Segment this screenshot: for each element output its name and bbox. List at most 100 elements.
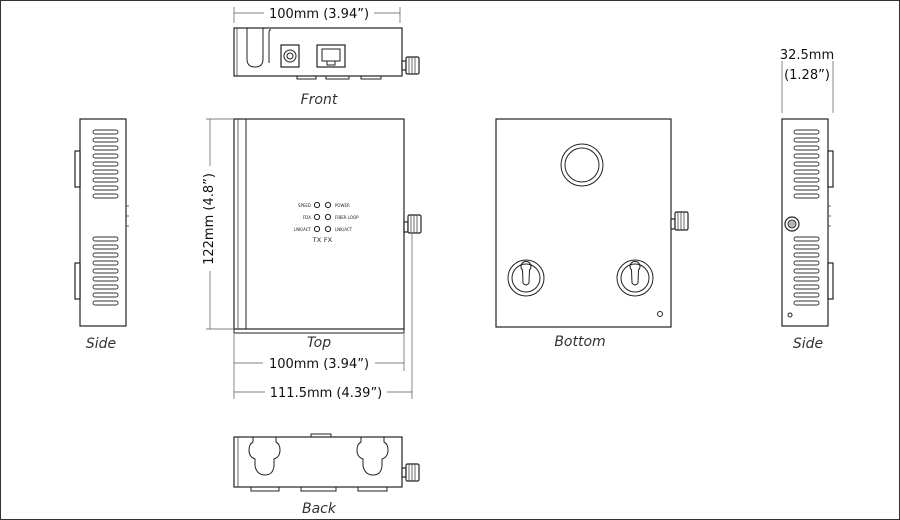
top-caption: Top — [307, 335, 331, 351]
led-speed — [313, 201, 321, 209]
led-label-lnkact-fx: LNK/ACT — [335, 227, 353, 232]
back-body — [233, 436, 403, 488]
keyhole-mount-right — [616, 259, 654, 297]
vent-slot — [793, 276, 820, 282]
vent-slot — [793, 292, 820, 298]
dc-jack-inner — [286, 52, 294, 60]
led-label-fiber-loop: FIBER LOOP — [335, 215, 359, 220]
dc-jack-housing — [280, 44, 300, 68]
vent-slot — [793, 236, 820, 242]
vent-slot — [92, 300, 119, 306]
vent-slot — [92, 193, 119, 199]
led-panel: SPEED FDX LNK/ACT POWER FIBER LOOP LNK/A… — [294, 201, 359, 244]
left-side-rail-bottom — [74, 262, 81, 300]
top-body-base — [233, 329, 405, 334]
vent-slot — [92, 129, 119, 135]
right-side-rail-top — [827, 150, 834, 188]
led-label-fx: FX — [324, 236, 333, 244]
led-lnkact-tx — [313, 225, 321, 233]
back-view: Back — [233, 433, 420, 517]
keyhole-left-outer — [507, 259, 545, 297]
back-caption: Back — [302, 501, 337, 517]
vent-slot — [92, 276, 119, 282]
vent-slot — [92, 252, 119, 258]
vent-slot — [92, 177, 119, 183]
keyhole-mount-left — [507, 259, 545, 297]
depth-label-mm: 32.5mm — [780, 48, 834, 63]
bottom-small-hole — [657, 311, 663, 317]
vent-slot — [793, 244, 820, 250]
right-side-thumbscrew-inner — [787, 219, 797, 229]
overall-width-label: 111.5mm (4.39”) — [270, 386, 383, 401]
led-label-fdx: FDX — [303, 215, 311, 220]
front-feet — [296, 76, 382, 80]
keyhole-left-slot — [520, 261, 532, 286]
vent-slot — [793, 193, 820, 199]
front-thumbscrew — [405, 56, 420, 75]
side-view-right: 32.5mm (1.28”) Side — [780, 48, 834, 352]
vent-slot — [92, 169, 119, 175]
led-label-lnkact-tx: LNK/ACT — [294, 227, 312, 232]
dc-jack-outer — [283, 49, 297, 63]
vent-slot — [92, 236, 119, 242]
back-feet — [250, 487, 388, 492]
bottom-round-foot-outer — [560, 143, 604, 187]
vent-slot — [92, 284, 119, 290]
left-side-rail-top — [74, 150, 81, 188]
vent-slot — [793, 153, 820, 159]
led-label-power: POWER — [335, 203, 350, 208]
vent-slot — [92, 137, 119, 143]
front-mount-ridge — [268, 29, 272, 63]
back-keyhole-right — [356, 437, 389, 476]
bottom-caption: Bottom — [554, 334, 605, 350]
rj45-latch — [326, 60, 336, 66]
top-thumbscrew — [407, 214, 422, 234]
left-side-body — [79, 118, 127, 327]
right-side-caption: Side — [793, 336, 823, 352]
right-side-small-hole — [787, 312, 793, 318]
depth-label-in: (1.28”) — [784, 68, 830, 83]
keyhole-right-inner — [620, 263, 650, 293]
side-view-left: Side — [74, 118, 129, 352]
led-fiber-loop — [324, 213, 332, 221]
bottom-thumbscrew — [674, 211, 689, 231]
vent-slot — [793, 252, 820, 258]
vent-slot — [793, 284, 820, 290]
bottom-round-foot-inner — [564, 147, 600, 183]
top-body — [233, 118, 405, 330]
vent-slot — [92, 292, 119, 298]
vent-slot — [793, 185, 820, 191]
vent-slot — [793, 145, 820, 151]
vent-slot — [92, 268, 119, 274]
vent-slot — [793, 260, 820, 266]
bottom-view: Bottom — [495, 118, 689, 350]
vent-slot — [793, 177, 820, 183]
left-side-vents — [92, 129, 119, 306]
led-label-speed: SPEED — [298, 203, 311, 208]
right-side-rail-bottom — [827, 262, 834, 300]
right-side-vents — [793, 129, 820, 306]
keyhole-left-inner — [511, 263, 541, 293]
vent-slot — [92, 145, 119, 151]
back-top-notch — [310, 433, 332, 437]
keyhole-right-outer — [616, 259, 654, 297]
front-mount-slot — [246, 28, 264, 68]
vent-slot — [793, 137, 820, 143]
vent-slot — [92, 244, 119, 250]
front-width-label: 100mm (3.94”) — [269, 7, 369, 22]
front-caption: Front — [301, 92, 338, 108]
height-label: 122mm (4.8”) — [202, 173, 217, 265]
led-power — [324, 201, 332, 209]
led-fdx — [313, 213, 321, 221]
keyhole-right-slot — [629, 261, 641, 286]
rj45-port — [316, 44, 346, 68]
back-keyhole-left — [248, 437, 281, 476]
vent-slot — [793, 129, 820, 135]
vent-slot — [793, 161, 820, 167]
front-view: 100mm (3.94”) Front — [233, 7, 420, 108]
vent-slot — [793, 169, 820, 175]
vent-slot — [793, 268, 820, 274]
led-lnkact-fx — [324, 225, 332, 233]
vent-slot — [92, 153, 119, 159]
